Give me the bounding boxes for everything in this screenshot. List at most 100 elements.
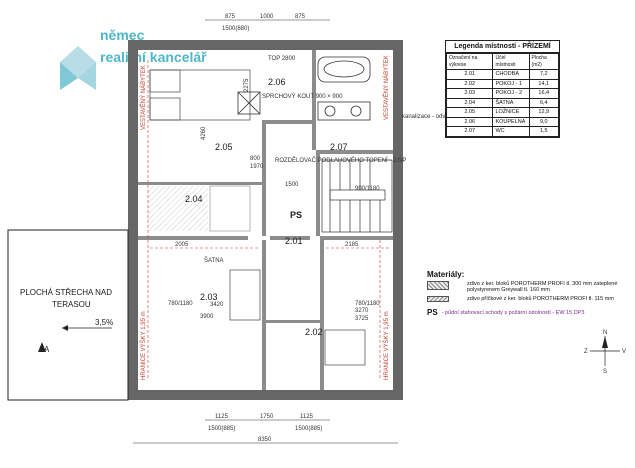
room-2-07: 2.07 [330, 142, 348, 152]
compass: N S Z V [584, 330, 626, 375]
dim-3270: 3270 [355, 308, 369, 314]
ps-note: PS - půdní stahovací schody s požární od… [427, 308, 632, 317]
legend-col-area: Plocha (m2) [528, 53, 560, 70]
dim-2005: 2005 [175, 242, 189, 248]
dim-3725: 3725 [355, 316, 369, 322]
room-2-05: 2.05 [215, 142, 233, 152]
roof-label-line2: TERASOU [52, 300, 91, 309]
materials-title: Materiály: [427, 270, 465, 279]
note-distributor: ROZDĚLOVAČ PODLAHOVÉHO TOPENÍ - 2.NP [275, 156, 406, 164]
legend-area: 7,2 [528, 69, 560, 80]
dim-1970: 1970 [250, 164, 264, 170]
legend-col-id: Označení na výkrese [445, 53, 494, 70]
dim-bot-left: 1500(885) [208, 426, 235, 432]
dim-3420: 3420 [210, 302, 224, 308]
legend-area: 14,1 [528, 78, 560, 89]
legend-id: 2.06 [445, 116, 494, 127]
beds [149, 69, 366, 366]
roof-label-line1: PLOCHÁ STŘECHA NAD [20, 288, 112, 297]
dim-bot-right: 1500(885) [295, 426, 322, 432]
wardrobe-hatch [148, 185, 251, 232]
staircase [321, 159, 393, 233]
legend-id: 2.02 [445, 78, 494, 89]
interior-walls [138, 50, 393, 390]
bathroom-fixtures [237, 56, 371, 121]
legend-name: KOUPELNA [492, 116, 530, 127]
room-2-02: 2.02 [305, 327, 323, 337]
note-heights-left: HRANICE VÝŠKY 1,95 m [140, 311, 147, 380]
compass-e: V [622, 349, 626, 355]
dim-bot-a: 1125 [215, 414, 229, 420]
legend-area: 16,4 [528, 88, 560, 99]
note-bath-top: TOP 2800 [268, 56, 296, 62]
logo-line1: němec [100, 27, 145, 43]
dimension-lines: 875 1000 875 1500(880) 2005 2185 3420 39… [133, 14, 398, 444]
height-limit-lines [147, 60, 390, 380]
legend-area: 9,0 [528, 116, 560, 127]
legend-name: POKOJ - 2 [492, 88, 530, 99]
dim-1500: 1500 [285, 182, 299, 188]
dim-top-a: 875 [225, 14, 236, 20]
compass-n: N [603, 330, 607, 336]
dim-2185: 2185 [345, 242, 359, 248]
legend-id: 2.03 [445, 88, 494, 99]
dim-bot-c: 1125 [300, 414, 314, 420]
material-swatch-partition [427, 296, 449, 302]
plan-notes: TOP 2800 SPRCHOVÝ KOUT 900 × 900 ROZDĚLO… [139, 55, 487, 380]
materials-legend: Materiály: zdivo z ker. bloků POROTHERM … [427, 270, 632, 317]
note-bed-left: 780/1180 [168, 301, 193, 307]
legend-area: 6,4 [528, 97, 560, 108]
compass-w: Z [584, 349, 588, 355]
legend-id: 2.05 [445, 107, 494, 118]
dim-top-b: 1000 [260, 14, 274, 20]
legend-table: Označení na výkrese Účel místnosti Ploch… [445, 53, 560, 137]
legend-name: POKOJ - 1 [492, 78, 530, 89]
compass-s: S [603, 369, 607, 375]
ps-label: PS [290, 210, 302, 220]
material-item: zdivo příčkové z ker. bloků POROTHERM PR… [427, 296, 632, 302]
legend-area: 1,5 [528, 126, 560, 137]
dim-4260: 4260 [201, 126, 207, 140]
material-swatch-exterior [427, 281, 449, 290]
ps-key: PS [427, 308, 438, 317]
legend-name: ŠATNA [492, 97, 530, 108]
material-item: zdivo z ker. bloků POROTHERM PROFI tl. 3… [427, 281, 632, 293]
note-wardrobe: ŠATNA [204, 257, 224, 264]
room-2-04: 2.04 [185, 194, 203, 204]
room-labels: 2.06 2.07 2.05 2.04 2.01 2.03 2.02 PS [185, 77, 348, 337]
material-text: zdivo z ker. bloků POROTHERM PROFI tl. 3… [467, 281, 618, 293]
note-heights-right: HRANICE VÝŠKY 1,95 m [383, 311, 390, 380]
note-limit-left: VESTAVĚNÝ NÁBYTEK [139, 65, 147, 130]
dim-top-total: 1500(880) [222, 26, 249, 32]
dim-bot-b: 1750 [260, 414, 274, 420]
dim-bot-total: 8350 [258, 437, 272, 443]
dim-2275: 2275 [244, 78, 250, 92]
roof-slope: 3,5% [95, 318, 113, 327]
legend-name: LOŽNICE [492, 107, 530, 118]
legend-col-name: Účel místnosti [492, 53, 530, 70]
legend-id: 2.04 [445, 97, 494, 108]
legend-id: 2.01 [445, 69, 494, 80]
terrace-roof: PLOCHÁ STŘECHA NAD TERASOU 3,5% A [7, 229, 129, 401]
dim-top-c: 875 [295, 14, 306, 20]
note-stair-dim: 900/1180 [355, 186, 380, 192]
note-limit-right: VESTAVĚNÝ NÁBYTEK [382, 55, 390, 120]
material-text: zdivo příčkové z ker. bloků POROTHERM PR… [467, 296, 614, 302]
section-marker: A [44, 345, 50, 354]
legend-id: 2.07 [445, 126, 494, 137]
ps-value: - půdní stahovací schody s požární odoln… [441, 309, 585, 316]
legend-area: 12,9 [528, 107, 560, 118]
legend-name: WC [492, 126, 530, 137]
logo-line2: realitní kancelář [100, 49, 207, 65]
note-chimney: kanalizace - odvětr. nad střechu [402, 114, 487, 120]
note-shower: SPRCHOVÝ KOUT 900 × 900 [262, 93, 343, 100]
room-2-01: 2.01 [285, 236, 303, 246]
